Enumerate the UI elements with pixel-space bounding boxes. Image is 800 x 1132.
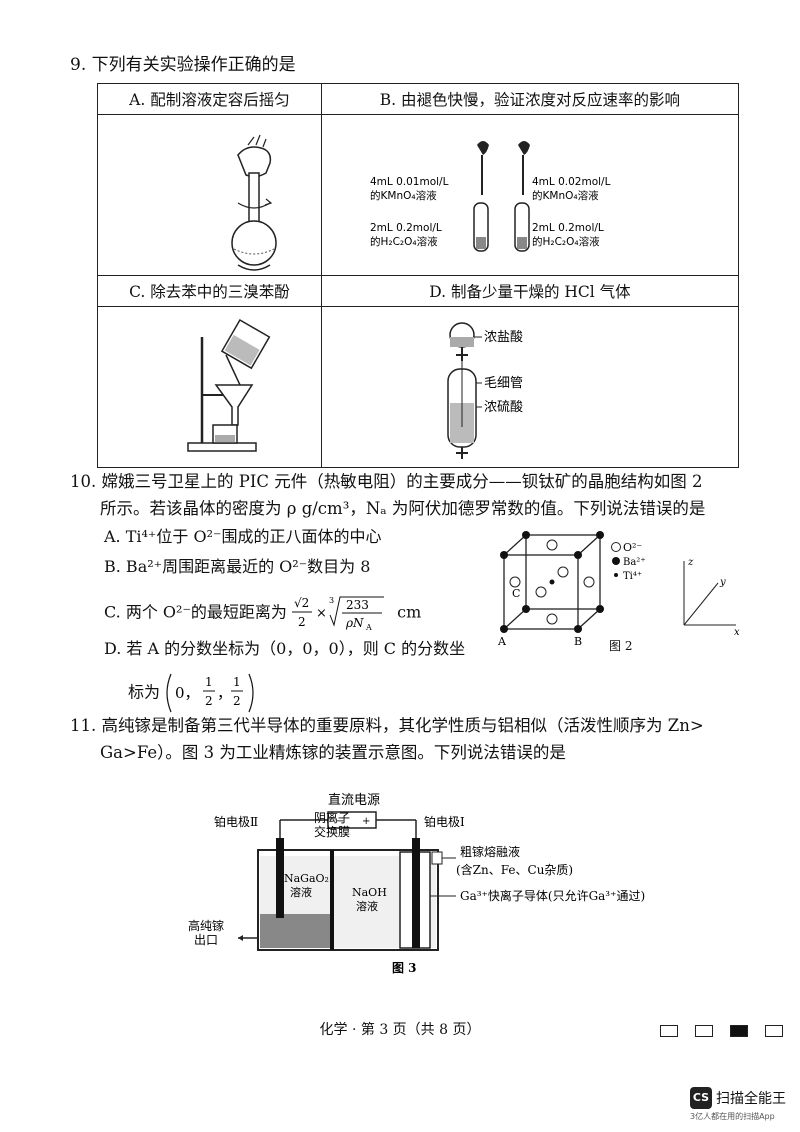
axis-z: z — [687, 557, 694, 568]
q10-option-c-unit: cm — [397, 602, 422, 622]
scanner-app-tagline: 3亿人都在用的扫描App — [690, 1112, 775, 1121]
svg-text:+: + — [362, 816, 370, 827]
svg-text:−: − — [336, 816, 344, 827]
q10-option-d-coords: 0， 1 2 ， 1 2 — [166, 673, 254, 713]
b-right-bot1: 2mL 0.2mol/L — [532, 222, 604, 234]
scanner-app-name: 扫描全能王 — [716, 1091, 786, 1107]
option-c-label: C. 除去苯中的三溴苯酚 — [97, 275, 322, 307]
q9-stem: 9. 下列有关实验操作正确的是 — [70, 55, 296, 75]
figure-2-caption: 图 2 — [609, 639, 633, 653]
naoh-label-2: 溶液 — [356, 899, 378, 913]
d-label-conc-h2so4: 浓硫酸 — [484, 400, 523, 415]
q10-line2: 所示。若该晶体的密度为 ρ g/cm³，Nₐ 为阿伏加德罗常数的值。下列说法错误… — [100, 499, 706, 518]
svg-text:A: A — [365, 623, 372, 632]
naga-label-2: 溶液 — [290, 885, 312, 899]
b-left-top1: 4mL 0.01mol/L — [370, 176, 449, 188]
electrode-2-label: 铂电极Ⅱ — [214, 814, 258, 829]
b-left-top2: 的KMnO₄溶液 — [370, 189, 437, 202]
pt-a: A — [498, 635, 507, 648]
naga-label-1: NaGaO₂ — [284, 872, 329, 885]
electrode-1-label: 铂电极Ⅰ — [424, 814, 465, 829]
q10-option-b: B. Ba²⁺周围距离最近的 O²⁻数目为 8 — [104, 557, 371, 576]
q10-option-d-cont: 标为 0， 1 2 ， 1 2 — [128, 672, 257, 714]
pt-b: B — [574, 635, 582, 648]
crude-ga-label-1: 粗镓熔融液 — [460, 844, 520, 859]
hcl-generator-figure: 浓盐酸 毛细管 浓硫酸 — [447, 322, 523, 459]
filtration-figure — [187, 318, 271, 452]
page-box-2 — [695, 1025, 713, 1037]
membrane-label-1: 阴离子 — [314, 810, 350, 825]
q10-option-c-formula: √2 2 × 3 233 ρN A — [292, 596, 385, 632]
q10-option-a: A. Ti⁴⁺位于 O²⁻围成的正八面体的中心 — [104, 527, 382, 546]
b-right-bot2: 的H₂C₂O₄溶液 — [532, 235, 600, 248]
figure-3-electrolysis: 直流电源 − + 阴离子 交换膜 铂电极Ⅱ 铂电极Ⅰ NaGaO₂ 溶液 NaO… — [188, 793, 645, 975]
page-box-3-active — [730, 1025, 748, 1037]
svg-text:√2: √2 — [294, 596, 309, 610]
svg-text:2: 2 — [233, 694, 241, 708]
outlet-label-1: 高纯镓 — [188, 918, 224, 933]
svg-text:0，: 0， — [175, 684, 200, 702]
outlet-label-2: 出口 — [194, 933, 218, 947]
page-box-1 — [660, 1025, 678, 1037]
option-b-label: B. 由褪色快慢，验证浓度对反应速率的影响 — [320, 83, 740, 115]
option-b-figure: 4mL 0.01mol/L 的KMnO₄溶液 2mL 0.2mol/L 的H₂C… — [320, 114, 740, 276]
d-label-capillary: 毛细管 — [484, 376, 523, 391]
option-a-figure — [97, 114, 322, 276]
axis-x: x — [734, 627, 740, 638]
d-label-conc-hcl: 浓盐酸 — [484, 330, 523, 345]
q10-option-c: C. 两个 O²⁻的最短距离为 √2 2 × 3 233 ρN A cm — [104, 593, 421, 633]
q11-line2: Ga>Fe）。图 3 为工业精炼镓的装置示意图。下列说法错误的是 — [100, 743, 566, 762]
pt-c: C — [512, 587, 520, 600]
svg-text:233: 233 — [346, 598, 369, 612]
legend-ti: Ti⁴⁺ — [623, 571, 642, 582]
axis-y: y — [719, 577, 726, 588]
cs-logo-icon: CS — [690, 1087, 712, 1109]
page-indicator — [660, 1022, 800, 1041]
legend-ba: Ba²⁺ — [623, 557, 646, 568]
q11-line1: 11. 高纯镓是制备第三代半导体的重要原料，其化学性质与铝相似（活泼性顺序为 Z… — [70, 716, 704, 735]
crude-ga-label-2: (含Zn、Fe、Cu杂质) — [456, 862, 573, 877]
page-footer: 化学 · 第 3 页（共 8 页） — [319, 1022, 481, 1038]
page-box-4 — [765, 1025, 783, 1037]
power-label: 直流电源 — [328, 793, 380, 808]
svg-text:ρN: ρN — [345, 616, 364, 630]
conductor-label: Ga³⁺快离子导体(只允许Ga³⁺通过) — [460, 888, 645, 903]
kmno4-comparison-figure: 4mL 0.01mol/L 的KMnO₄溶液 2mL 0.2mol/L 的H₂C… — [370, 141, 611, 252]
option-d-label: D. 制备少量干燥的 HCl 气体 — [320, 275, 740, 307]
naoh-label-1: NaOH — [352, 886, 387, 899]
figure-2-unit-cell: A B C O²⁻ Ba²⁺ Ti⁴⁺ z y x — [498, 531, 740, 648]
b-right-top1: 4mL 0.02mol/L — [532, 176, 611, 188]
svg-text:1: 1 — [233, 675, 241, 689]
svg-text:3: 3 — [329, 596, 334, 605]
svg-text:2: 2 — [298, 615, 306, 629]
q10-line1: 10. 嫦娥三号卫星上的 PIC 元件（热敏电阻）的主要成分——钡钛矿的晶胞结构… — [70, 472, 703, 491]
b-left-bot2: 的H₂C₂O₄溶液 — [370, 235, 438, 248]
membrane-label-2: 交换膜 — [314, 824, 350, 839]
q10-option-c-text: C. 两个 O²⁻的最短距离为 — [104, 602, 287, 622]
svg-text:1: 1 — [205, 675, 213, 689]
legend-o: O²⁻ — [623, 541, 642, 554]
figure-3-caption: 图 3 — [392, 961, 417, 975]
option-a-label: A. 配制溶液定容后摇匀 — [97, 83, 322, 115]
option-c-figure — [97, 306, 322, 468]
option-d-figure: 浓盐酸 毛细管 浓硫酸 — [320, 306, 740, 468]
q10-option-d: D. 若 A 的分数坐标为（0，0，0），则 C 的分数坐 — [104, 639, 466, 658]
b-left-bot1: 2mL 0.2mol/L — [370, 222, 442, 234]
svg-text:，: ， — [217, 684, 232, 702]
svg-text:×: × — [316, 606, 327, 621]
svg-text:2: 2 — [205, 694, 213, 708]
q9-options-table: A. 配制溶液定容后摇匀 B. 由褪色快慢，验证浓度对反应速率的影响 — [97, 83, 740, 468]
volumetric-flask-shake-figure — [231, 134, 277, 271]
q10-option-d-cont-text: 标为 — [128, 682, 161, 702]
b-right-top2: 的KMnO₄溶液 — [532, 189, 599, 202]
